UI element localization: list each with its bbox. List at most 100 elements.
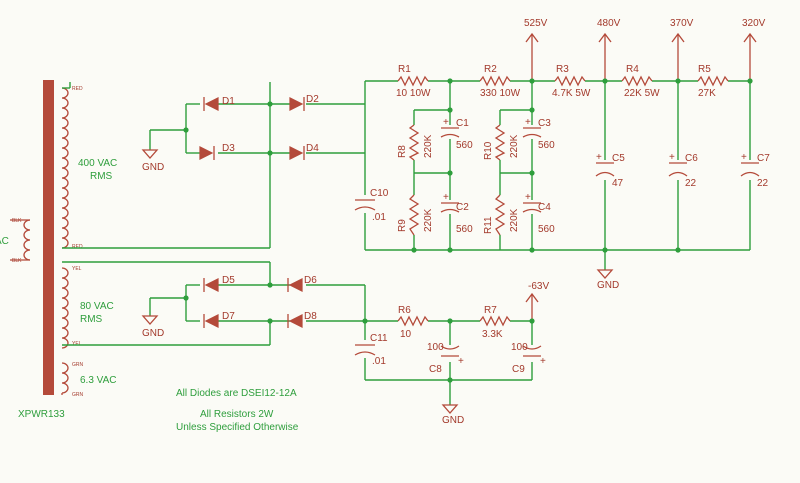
bridge-80v-wires	[62, 261, 533, 405]
sec2-rms-label: RMS	[80, 314, 103, 325]
c4-value: 560	[538, 224, 555, 235]
capacitor-c11	[354, 340, 376, 358]
r8-value: 220K	[423, 134, 434, 158]
diode-d5	[203, 278, 219, 292]
c3-ref: C3	[538, 118, 551, 129]
diodes-note: All Diodes are DSEI12-12A	[176, 388, 297, 399]
ground-symbol-bridge-400	[141, 149, 159, 159]
r7-ref: R7	[484, 305, 497, 316]
resistor-r8	[408, 124, 420, 161]
diode-d2	[289, 97, 305, 111]
secondary-6v3-winding	[61, 362, 69, 394]
svg-text:+: +	[443, 192, 449, 203]
c2-value: 560	[456, 224, 473, 235]
sec1-voltage-label: 400 VAC	[78, 158, 117, 169]
gnd-label-lv: GND	[442, 415, 464, 426]
rail-480v-label: 480V	[597, 18, 621, 29]
svg-text:+: +	[741, 152, 747, 163]
capacitor-c8: +	[440, 345, 464, 367]
sec2-lead-bottom-label: YEL	[72, 341, 82, 347]
rail-arrow-480v	[598, 32, 612, 81]
c5-ref: C5	[612, 153, 625, 164]
capacitor-c5: +	[595, 152, 615, 177]
r1-value: 10 10W	[396, 88, 431, 99]
gnd-label-bridge-80: GND	[142, 328, 164, 339]
diode-d1	[203, 97, 219, 111]
d7-label: D7	[222, 311, 235, 322]
bridge-400v-wires	[62, 82, 365, 249]
sec3-lead-bottom-label: GRN	[72, 392, 84, 398]
junction-dots	[183, 78, 753, 383]
resistors-note-line2: Unless Specified Otherwise	[176, 422, 299, 433]
d6-label: D6	[304, 275, 317, 286]
diode-d7	[203, 314, 219, 328]
r5-value: 27K	[698, 88, 716, 99]
c1-ref: C1	[456, 118, 469, 129]
sec1-lead-bottom-label: RED	[72, 244, 83, 250]
d1-label: D1	[222, 96, 235, 107]
primary-winding	[23, 219, 31, 261]
sec2-voltage-label: 80 VAC	[80, 301, 114, 312]
capacitor-c7: +	[740, 152, 760, 177]
r6-ref: R6	[398, 305, 411, 316]
sec3-voltage-label: 6.3 VAC	[80, 375, 117, 386]
capacitor-c2: +	[440, 192, 460, 214]
resistor-r10	[494, 124, 506, 161]
d3-label: D3	[222, 143, 235, 154]
r2-value: 330 10W	[480, 88, 521, 99]
primary-lead-bottom-label: BLK	[12, 258, 22, 264]
resistor-r6	[397, 315, 429, 327]
sec1-rms-label: RMS	[90, 171, 113, 182]
transformer-core	[43, 80, 54, 395]
diode-d6	[287, 278, 303, 292]
resistor-r2	[479, 75, 511, 87]
r1-ref: R1	[398, 64, 411, 75]
r9-ref: R9	[397, 219, 408, 232]
capacitor-c10	[354, 195, 376, 213]
c2-ref: C2	[456, 202, 469, 213]
c8-value: 100	[427, 342, 444, 353]
r10-ref: R10	[483, 141, 494, 160]
rail-arrow-525v	[525, 32, 539, 81]
c10-value: .01	[372, 212, 386, 223]
r2-ref: R2	[484, 64, 497, 75]
svg-text:+: +	[596, 152, 602, 163]
capacitor-c4: +	[522, 192, 542, 214]
capacitor-c1: +	[440, 117, 460, 139]
c10-ref: C10	[370, 188, 389, 199]
c3-value: 560	[538, 140, 555, 151]
c7-ref: C7	[757, 153, 770, 164]
primary-label: AC	[0, 236, 9, 247]
sec3-lead-top-label: GRN	[72, 362, 84, 368]
rail-370v-label: 370V	[670, 18, 694, 29]
resistor-r4	[621, 75, 653, 87]
rail-525v-label: 525V	[524, 18, 548, 29]
r11-value: 220K	[509, 208, 520, 232]
capacitor-c9: +	[522, 345, 546, 367]
rail-arrow-320v	[743, 32, 757, 81]
c9-ref: C9	[512, 364, 525, 375]
c1-value: 560	[456, 140, 473, 151]
c8-ref: C8	[429, 364, 442, 375]
d8-label: D8	[304, 311, 317, 322]
svg-text:+: +	[669, 152, 675, 163]
diode-d4	[289, 146, 305, 160]
c5-value: 47	[612, 178, 624, 189]
svg-text:+: +	[525, 192, 531, 203]
transformer	[10, 80, 69, 395]
c11-ref: C11	[370, 333, 388, 344]
resistor-r11	[494, 194, 506, 236]
capacitor-c3: +	[522, 117, 542, 139]
r4-value: 22K 5W	[624, 88, 660, 99]
gnd-label-hv: GND	[597, 280, 619, 291]
d2-label: D2	[306, 94, 319, 105]
r4-ref: R4	[626, 64, 639, 75]
resistor-r7	[479, 315, 511, 327]
d5-label: D5	[222, 275, 235, 286]
resistor-r3	[554, 75, 586, 87]
rail-320v-label: 320V	[742, 18, 766, 29]
rail-neg63v-label: -63V	[528, 281, 549, 292]
r3-value: 4.7K 5W	[552, 88, 591, 99]
